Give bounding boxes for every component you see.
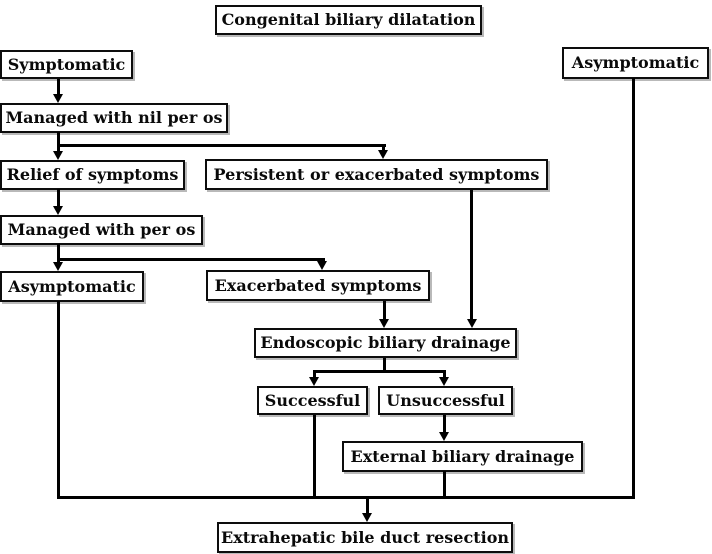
node-successful: Successful — [257, 386, 368, 415]
connector-nil-per-os-branch — [57, 144, 386, 147]
connector-persistent-to-endoscopic — [470, 190, 473, 320]
node-extrahepatic-bile-duct-resection: Extrahepatic bile duct resection — [217, 522, 513, 553]
arrowhead-to-unsuccessful — [439, 377, 449, 386]
connector-branch-to-persistent — [382, 144, 385, 152]
connector-external-down — [443, 471, 446, 499]
node-managed-with-nil-per-os: Managed with nil per os — [0, 103, 228, 133]
connector-relief-to-per-os — [57, 189, 60, 207]
connector-unsuccessful-to-external — [443, 415, 446, 433]
connector-asymptomatic-right-down — [632, 78, 635, 499]
arrowhead-to-persistent — [378, 150, 388, 159]
connector-symptomatic-to-nil-per-os — [57, 79, 60, 95]
node-symptomatic: Symptomatic — [0, 50, 133, 79]
connector-asymptomatic-left-down — [57, 301, 60, 499]
node-persistent-or-exacerbated-symptoms: Persistent or exacerbated symptoms — [205, 159, 548, 190]
arrowhead-to-relief — [53, 151, 63, 160]
connector-exacerbated-to-endoscopic — [383, 301, 386, 320]
arrowhead-to-successful — [309, 377, 319, 386]
arrowhead-to-external — [439, 432, 449, 441]
arrowhead-to-per-os — [53, 206, 63, 215]
arrowhead-to-nil-per-os — [53, 94, 63, 103]
arrowhead-to-resection — [362, 513, 372, 522]
node-managed-with-per-os: Managed with per os — [0, 215, 203, 245]
connector-collector — [57, 496, 635, 499]
node-exacerbated-symptoms: Exacerbated symptoms — [206, 270, 430, 301]
connector-endoscopic-stub — [383, 358, 386, 372]
node-unsuccessful: Unsuccessful — [378, 386, 513, 415]
arrowhead-exacerbated-to-endoscopic — [379, 319, 389, 328]
node-relief-of-symptoms: Relief of symptoms — [0, 160, 185, 190]
node-asymptomatic-left: Asymptomatic — [0, 271, 144, 302]
connector-fork-to-unsuccessful — [443, 370, 446, 378]
connector-collector-to-resection — [366, 496, 369, 514]
node-external-biliary-drainage: External biliary drainage — [342, 441, 583, 472]
connector-nil-per-os-to-relief — [57, 132, 60, 152]
connector-per-os-branch — [57, 258, 325, 261]
node-asymptomatic-right: Asymptomatic — [562, 47, 709, 79]
connector-per-os-to-asymptomatic — [57, 244, 60, 263]
connector-successful-down — [313, 415, 316, 499]
node-congenital-biliary-dilatation: Congenital biliary dilatation — [215, 5, 482, 35]
arrowhead-to-exacerbated — [317, 261, 327, 270]
arrowhead-persistent-to-endoscopic — [467, 319, 477, 328]
node-endoscopic-biliary-drainage: Endoscopic biliary drainage — [254, 328, 517, 358]
connector-branch-to-exacerbated — [321, 258, 324, 263]
connector-fork-to-successful — [313, 370, 316, 378]
connector-endoscopic-fork — [313, 370, 446, 373]
arrowhead-to-asymptomatic-left — [53, 262, 63, 271]
